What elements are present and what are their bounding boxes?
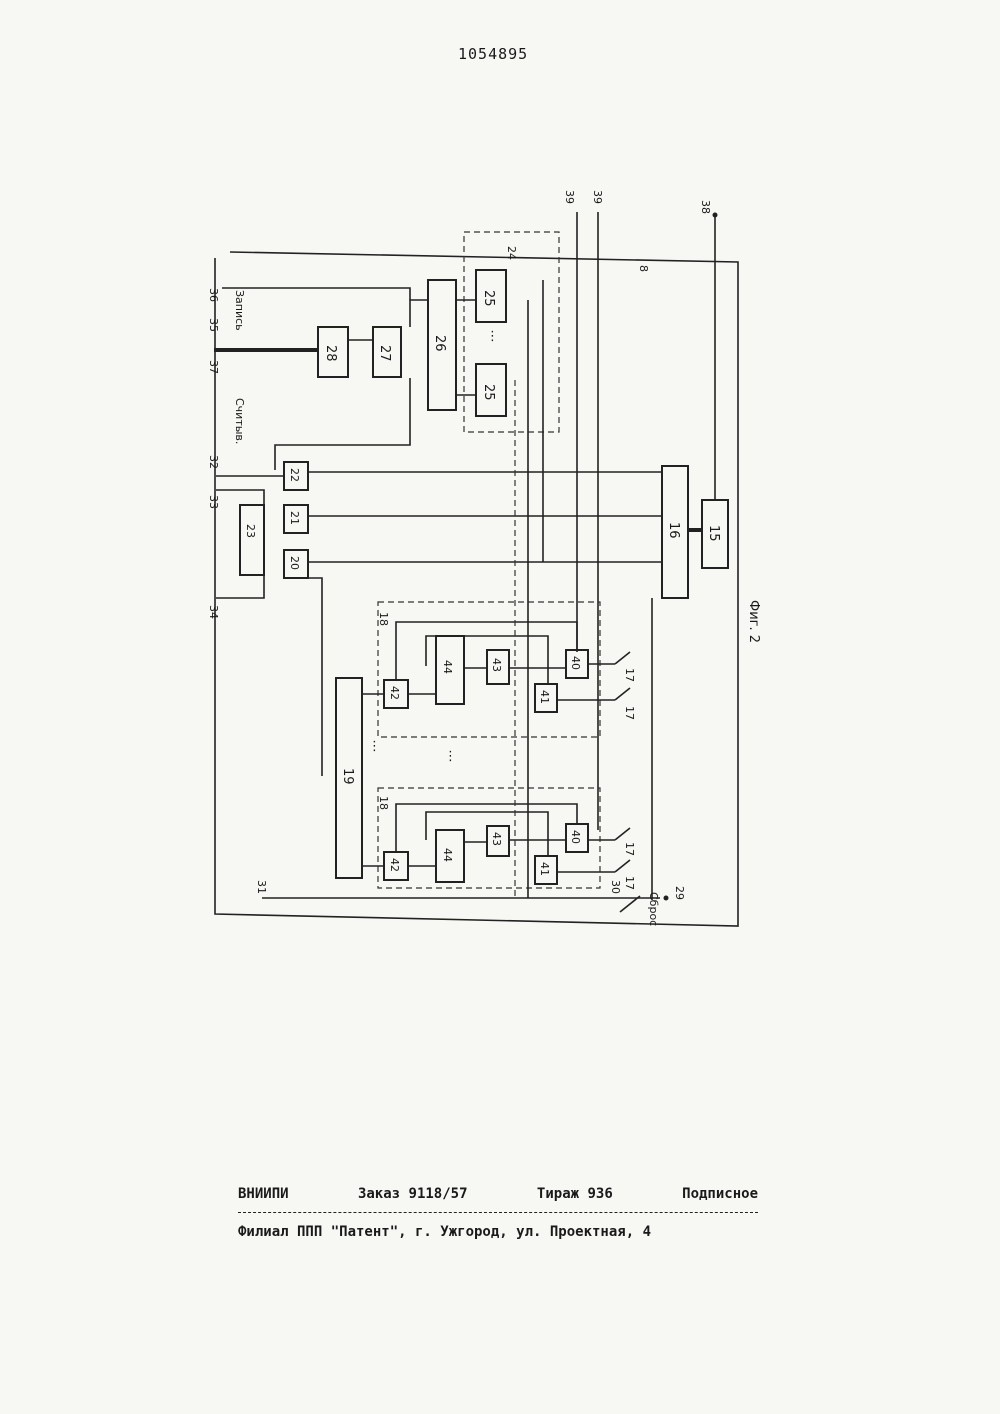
label-18-upper: 18 xyxy=(377,612,390,626)
ellipsis-groups: ⋮ xyxy=(444,749,457,764)
terminal-29: 29 xyxy=(673,886,686,900)
terminal-35: 35 xyxy=(207,318,220,332)
terminal-39-a: 39 xyxy=(563,190,576,204)
block-23 xyxy=(240,505,264,575)
label-43-lower: 43 xyxy=(490,832,503,846)
label-27: 27 xyxy=(377,345,392,362)
label-17-c: 17 xyxy=(623,842,636,856)
terminal-31: 31 xyxy=(255,880,268,894)
wire-23-33 xyxy=(216,490,264,505)
terminal-8: 8 xyxy=(637,265,650,272)
footer-print-run: Тираж 936 xyxy=(537,1186,613,1202)
footer-org: ВНИИПИ xyxy=(238,1186,289,1202)
signal-reset: Сброс xyxy=(647,892,660,926)
terminal-36: 36 xyxy=(207,288,220,302)
outer-frame xyxy=(215,252,738,926)
label-21: 21 xyxy=(288,511,301,525)
ellipsis-left: ⋮ xyxy=(368,739,381,754)
label-42-lower: 42 xyxy=(388,858,401,872)
label-41-upper: 41 xyxy=(538,690,551,704)
footer-order: Заказ 9118/57 xyxy=(358,1186,468,1202)
label-43-upper: 43 xyxy=(490,658,503,672)
footer-divider xyxy=(238,1212,758,1213)
label-17-a: 17 xyxy=(623,668,636,682)
label-16: 16 xyxy=(666,522,681,539)
label-23: 23 xyxy=(244,524,257,538)
label-20: 20 xyxy=(288,556,301,570)
footer-address: Филиал ППП "Патент", г. Ужгород, ул. Про… xyxy=(238,1224,758,1240)
label-28: 28 xyxy=(323,345,338,362)
label-24: 24 xyxy=(505,246,518,260)
label-19: 19 xyxy=(340,768,355,785)
terminal-30: 30 xyxy=(609,880,622,894)
label-25-bottom: 25 xyxy=(481,384,496,401)
label-44-lower: 44 xyxy=(441,848,454,862)
label-26: 26 xyxy=(432,335,447,352)
wire-23-34 xyxy=(216,575,264,598)
label-40-upper: 40 xyxy=(569,656,582,670)
terminal-37: 37 xyxy=(207,360,220,374)
footer-subscription: Подписное xyxy=(682,1186,758,1202)
wire-write xyxy=(222,288,410,300)
label-40-lower: 40 xyxy=(569,830,582,844)
label-22: 22 xyxy=(288,468,301,482)
label-44-upper: 44 xyxy=(441,660,454,674)
wire-19-20 xyxy=(284,578,322,776)
terminal-34: 34 xyxy=(207,605,220,619)
label-41-lower: 41 xyxy=(538,862,551,876)
terminal-29-dot xyxy=(664,896,669,901)
signal-write: Запись xyxy=(233,290,246,331)
label-17-b: 17 xyxy=(623,706,636,720)
terminal-39-b: 39 xyxy=(591,190,604,204)
terminal-33: 33 xyxy=(207,495,220,509)
group-24-frame xyxy=(464,232,559,432)
ellipsis-25: ⋮ xyxy=(486,329,499,344)
label-25-top: 25 xyxy=(481,290,496,307)
figure-caption: Фиг. 2 xyxy=(746,600,761,643)
signal-read: Считыв. xyxy=(233,398,246,444)
footer-imprint: ВНИИПИ Заказ 9118/57 Тираж 936 Подписное xyxy=(238,1186,758,1202)
terminal-38: 38 xyxy=(699,200,712,214)
label-15: 15 xyxy=(706,525,721,542)
terminal-38-dot xyxy=(713,213,718,218)
label-42-upper: 42 xyxy=(388,686,401,700)
terminal-32: 32 xyxy=(207,455,220,469)
wire-27-read xyxy=(275,378,410,470)
label-18-lower: 18 xyxy=(377,796,390,810)
wire-26-27 xyxy=(410,300,428,327)
label-17-d: 17 xyxy=(623,876,636,890)
